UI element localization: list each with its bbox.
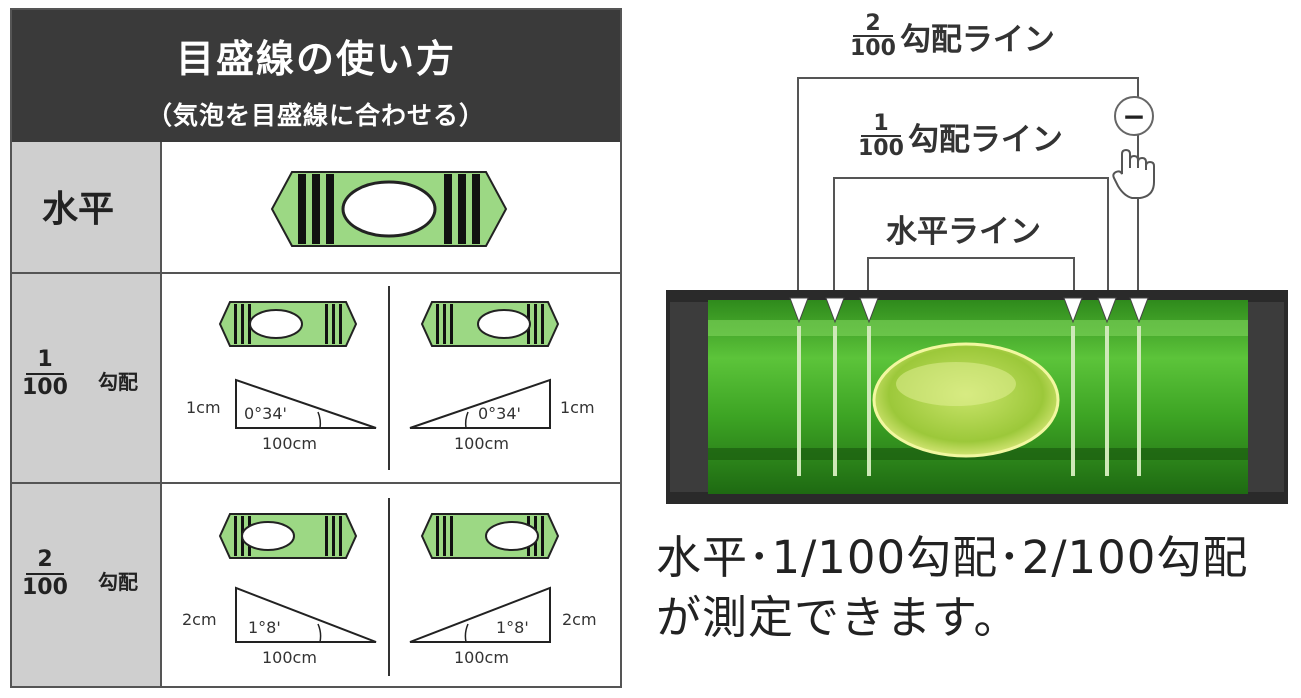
line-label-1-100: 1 100 勾配ライン (854, 112, 1067, 160)
column-divider (160, 142, 162, 686)
angle-label: 0°34' (244, 404, 287, 423)
minus-icon: − (1114, 96, 1154, 136)
level-label: 水平 (42, 189, 115, 230)
table-subtitle: （気泡を目盛線に合わせる） (146, 101, 485, 130)
angle-label: 1°8' (496, 618, 529, 637)
height-label: 1cm (560, 398, 595, 417)
gradient-suffix: 勾配 (98, 570, 138, 594)
vial-2-100-right-icon (420, 513, 560, 559)
height-label: 2cm (562, 610, 597, 629)
height-label: 1cm (186, 398, 221, 417)
row-divider (12, 272, 620, 274)
caption-line-2: が測定できます。 (656, 591, 1020, 644)
row-divider (12, 482, 620, 484)
slope-triangle-right-icon (409, 586, 551, 643)
base-label: 100cm (454, 648, 509, 667)
base-label: 100cm (262, 434, 317, 453)
base-label: 100cm (262, 648, 317, 667)
angle-label: 1°8' (248, 618, 281, 637)
row-label-level: 水平 (12, 142, 160, 272)
row-label-2-100: 2 100 勾配 (12, 484, 160, 686)
level-vial-photo (666, 290, 1288, 504)
table-header: 目盛線の使い方 （気泡を目盛線に合わせる） (12, 10, 620, 142)
caption-line-1: 水平･1/100勾配･2/100勾配 (656, 531, 1249, 584)
row-label-1-100: 1 100 勾配 (12, 274, 160, 482)
fraction-2-100: 2 100 (22, 547, 68, 600)
vial-1-100-right-icon (420, 301, 560, 347)
level-vial-icon (270, 171, 508, 247)
cell-divider (388, 286, 390, 470)
slope-triangle-right-icon (409, 378, 551, 429)
vial-2-100-left-icon (218, 513, 358, 559)
angle-label: 0°34' (478, 404, 521, 423)
caption: 水平･1/100勾配･2/100勾配 が測定できます。 (656, 528, 1248, 648)
gradient-suffix: 勾配 (98, 370, 138, 394)
height-label: 2cm (182, 610, 217, 629)
fraction-1-100: 1 100 (22, 347, 68, 400)
line-label-2-100: 2 100 勾配ライン (846, 12, 1059, 60)
line-label-level: 水平ライン (882, 206, 1045, 251)
base-label: 100cm (454, 434, 509, 453)
hand-pointer-icon (1112, 148, 1155, 199)
table-title: 目盛線の使い方 (175, 37, 456, 81)
slope-triangle-left-icon (235, 378, 377, 429)
cell-divider (388, 498, 390, 676)
vial-1-100-left-icon (218, 301, 358, 347)
usage-table: 目盛線の使い方 （気泡を目盛線に合わせる） 水平 1 100 勾配 2 100 … (10, 8, 622, 688)
slope-triangle-left-icon (235, 586, 377, 643)
